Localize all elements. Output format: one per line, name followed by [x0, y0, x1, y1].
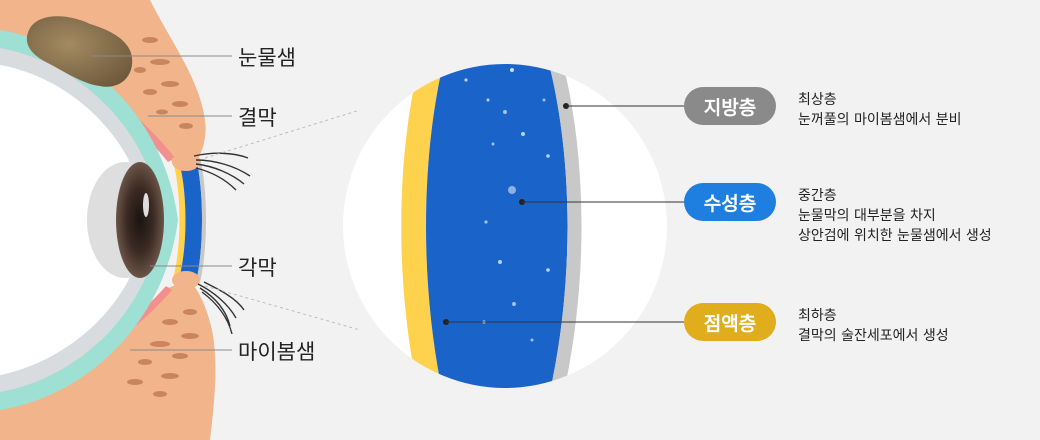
eye-cross-section: [0, 0, 251, 440]
label-cornea: 각막: [238, 256, 277, 280]
eyelashes-lower: [197, 281, 245, 335]
cornea-mucin: [172, 158, 186, 282]
magnify-connectors: [204, 109, 361, 331]
label-conjunctiva: 결막: [238, 106, 277, 130]
eyelashes-upper: [193, 152, 251, 191]
desc-lipid-layer: 최상층 눈꺼풀의 마이봄샘에서 분비: [798, 90, 961, 130]
mucin-layer: [401, 64, 444, 388]
desc-line: 중간층: [798, 188, 837, 204]
meibomian-dots-upper: [134, 37, 193, 129]
desc-line: 최상층: [798, 92, 837, 108]
desc-line: 최하층: [798, 308, 837, 324]
pill-aqueous-layer: 수성층: [684, 183, 776, 221]
iris: [116, 162, 164, 278]
lacrimal-gland-shape: [26, 16, 133, 87]
desc-mucin-layer: 최하층 결막의 술잔세포에서 생성: [798, 306, 949, 346]
desc-line: 결막의 술잔세포에서 생성: [798, 328, 949, 344]
label-meibomian-gland: 마이봄샘: [238, 340, 316, 364]
desc-line: 눈물막의 대부분을 차지: [798, 208, 936, 224]
magnified-tear-film: [343, 64, 667, 388]
desc-aqueous-layer: 중간층 눈물막의 대부분을 차지 상안검에 위치한 눈물샘에서 생성: [798, 186, 992, 246]
layer-leaders: [446, 105, 684, 323]
meibomian-dots-lower: [127, 309, 199, 397]
sclera-band: [0, 30, 178, 410]
lower-eyelid: [0, 280, 216, 440]
aqueous-layer: [426, 64, 568, 388]
desc-line: 눈꺼풀의 마이봄샘에서 분비: [798, 112, 962, 128]
eye-label-leaders: [92, 55, 232, 351]
sparkles: [464, 68, 550, 342]
cornea-aqueous: [178, 158, 202, 282]
label-lacrimal-gland: 눈물샘: [238, 46, 296, 70]
pill-mucin-layer: 점액층: [684, 303, 776, 341]
pill-lipid-layer: 지방층: [684, 87, 776, 125]
lipid-layer: [548, 64, 582, 388]
desc-line: 상안검에 위치한 눈물샘에서 생성: [798, 228, 992, 244]
